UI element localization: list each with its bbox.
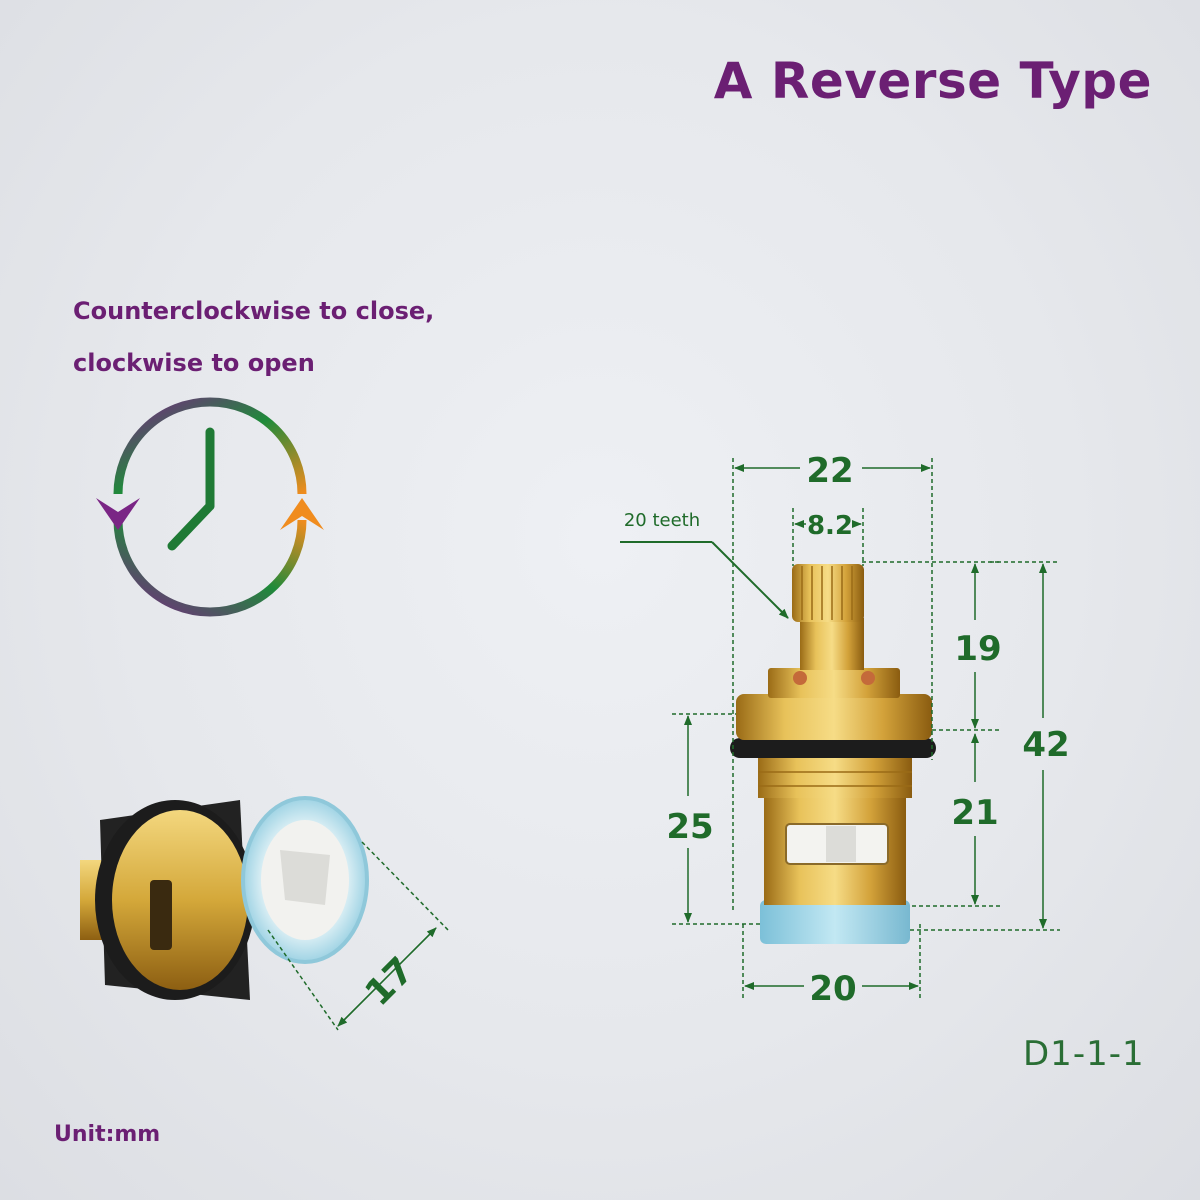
dimension-thread-height: 25 <box>666 713 762 925</box>
dimension-overall-width: 22 <box>732 451 933 910</box>
page-title: A Reverse Type <box>713 52 1152 110</box>
instruction-line-1: Counterclockwise to close, <box>73 297 435 325</box>
dimension-top-height: 19 <box>862 561 1002 731</box>
teeth-callout-label: 20 teeth <box>624 510 700 531</box>
dimension-body-height: 21 <box>912 733 1000 907</box>
dimension-body-width: 20 <box>742 924 921 1009</box>
dimension-spline-width-label: 8.2 <box>807 511 853 541</box>
clock-rotation-icon <box>96 397 324 617</box>
dimension-thread-height-label: 25 <box>666 807 713 847</box>
model-code: D1-1-1 <box>1023 1034 1145 1074</box>
cartridge-side-view <box>730 564 936 944</box>
dimension-body-height-label: 21 <box>951 793 998 833</box>
teeth-callout: 20 teeth <box>620 510 789 619</box>
dimension-overall-width-label: 22 <box>806 451 853 491</box>
dimension-end-diameter-label: 17 <box>358 950 422 1014</box>
dimension-body-width-label: 20 <box>809 969 856 1009</box>
dimension-overall-height: 42 <box>910 561 1070 931</box>
cartridge-end-view <box>80 796 369 1000</box>
unit-label: Unit:mm <box>54 1122 161 1147</box>
dimension-top-height-label: 19 <box>954 629 1001 669</box>
instruction-line-2: clockwise to open <box>73 349 315 377</box>
dimension-overall-height-label: 42 <box>1022 725 1069 765</box>
dimension-spline-width: 8.2 <box>792 508 864 566</box>
